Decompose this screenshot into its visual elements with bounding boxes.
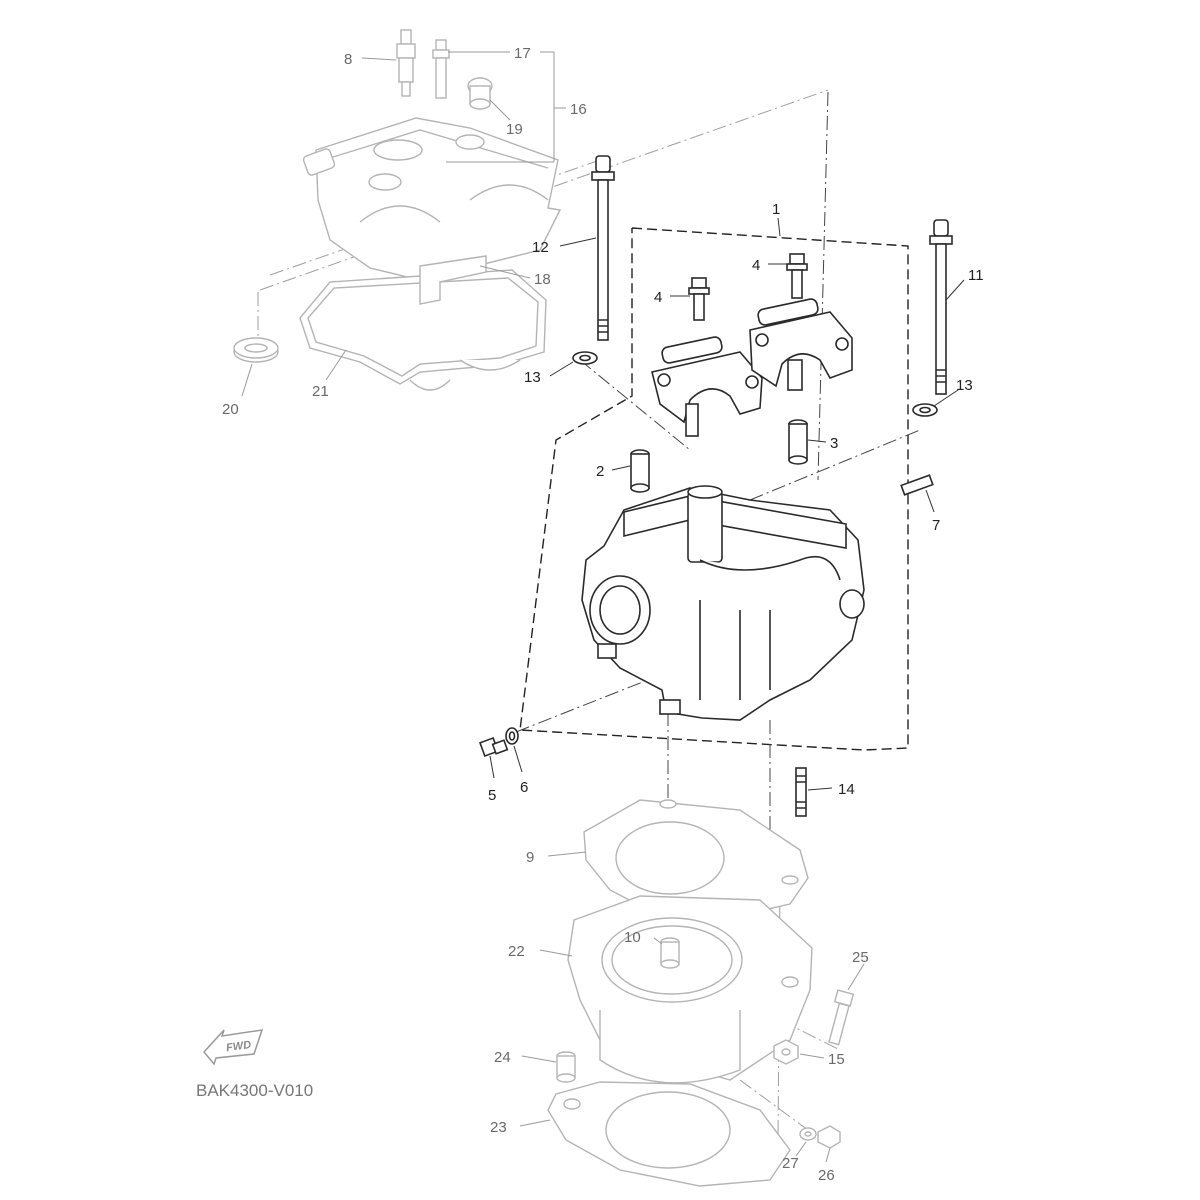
camshaft-cap-right: [749, 298, 853, 391]
washer-13-left: [572, 351, 598, 365]
bolt-25: [828, 989, 855, 1046]
callout-25: 25: [852, 949, 869, 966]
callout-16: 16: [570, 101, 587, 118]
callout-8: 8: [344, 51, 352, 68]
spark-plug: [396, 29, 416, 97]
callout-9: 9: [526, 849, 534, 866]
callout-26: 26: [818, 1167, 835, 1184]
callout-19: 19: [506, 121, 523, 138]
head-bolt-long-12: [591, 155, 615, 341]
callout-24: 24: [494, 1049, 511, 1066]
callout-15: 15: [828, 1051, 845, 1068]
cylinder-head-gasket: [583, 799, 809, 921]
cap-bolt-4-left: [688, 277, 710, 321]
cover-bracket: [419, 255, 487, 305]
cover-grommet: [467, 77, 493, 110]
axis-line-head-stud: [749, 429, 921, 501]
gasket-6: [505, 727, 519, 745]
stud-bolt-14: [795, 767, 807, 817]
head-bolt-long-11: [929, 219, 953, 395]
callout-4-left: 4: [654, 289, 662, 306]
dowel-pin-24: [556, 1051, 576, 1083]
dowel-pin-2: [630, 449, 650, 493]
leader-lines: [241, 51, 965, 1163]
diagram-code: BAK4300-V010: [196, 1081, 313, 1100]
callout-11: 11: [968, 267, 984, 284]
cylinder-gasket-23: [547, 1081, 791, 1187]
callout-23: 23: [490, 1119, 507, 1136]
callout-5: 5: [488, 787, 496, 804]
cylinder-head: [581, 485, 865, 721]
cylinder-head-cover: [302, 117, 562, 281]
callout-7: 7: [932, 517, 940, 534]
callout-1: 1: [772, 201, 780, 218]
callout-10: 10: [624, 929, 641, 946]
callout-20: 20: [222, 401, 239, 418]
callout-13-left: 13: [524, 369, 541, 386]
nut-15: [773, 1039, 799, 1065]
callout-3: 3: [830, 435, 838, 452]
fwd-badge-label: FWD: [225, 1039, 252, 1054]
axis-line-cylinder-diag: [739, 1079, 809, 1131]
cover-bolt-with-washer: [432, 39, 450, 99]
fwd-arrow-icon: FWD: [203, 1029, 264, 1066]
callout-21: 21: [312, 383, 329, 400]
callout-6: 6: [520, 779, 528, 796]
callout-2: 2: [596, 463, 604, 480]
callout-12: 12: [532, 239, 549, 256]
dowel-pin-10: [660, 937, 680, 969]
axis-line-cylinder-bolt: [759, 1009, 841, 1051]
callout-14: 14: [838, 781, 855, 798]
axis-line-head-right: [817, 91, 829, 481]
gasket-27: [799, 1127, 817, 1141]
plug-seal-ring: [233, 337, 279, 363]
callout-27: 27: [782, 1155, 799, 1172]
head-stud-7: [900, 474, 934, 496]
callout-22: 22: [508, 943, 525, 960]
assembly-1-dashed-outline: [519, 227, 909, 751]
callout-17: 17: [514, 45, 531, 62]
axis-line-head-bottom-left: [515, 671, 669, 733]
callout-18: 18: [534, 271, 551, 288]
camshaft-cap-left: [651, 336, 763, 437]
oil-plug-bolt-5: [479, 737, 509, 757]
callout-13-right: 13: [956, 377, 973, 394]
cap-bolt-4-right: [786, 253, 808, 299]
dowel-pin-3: [788, 419, 808, 465]
callout-4-right: 4: [752, 257, 760, 274]
drain-bolt-26: [817, 1125, 841, 1149]
washer-13-right: [912, 403, 938, 417]
